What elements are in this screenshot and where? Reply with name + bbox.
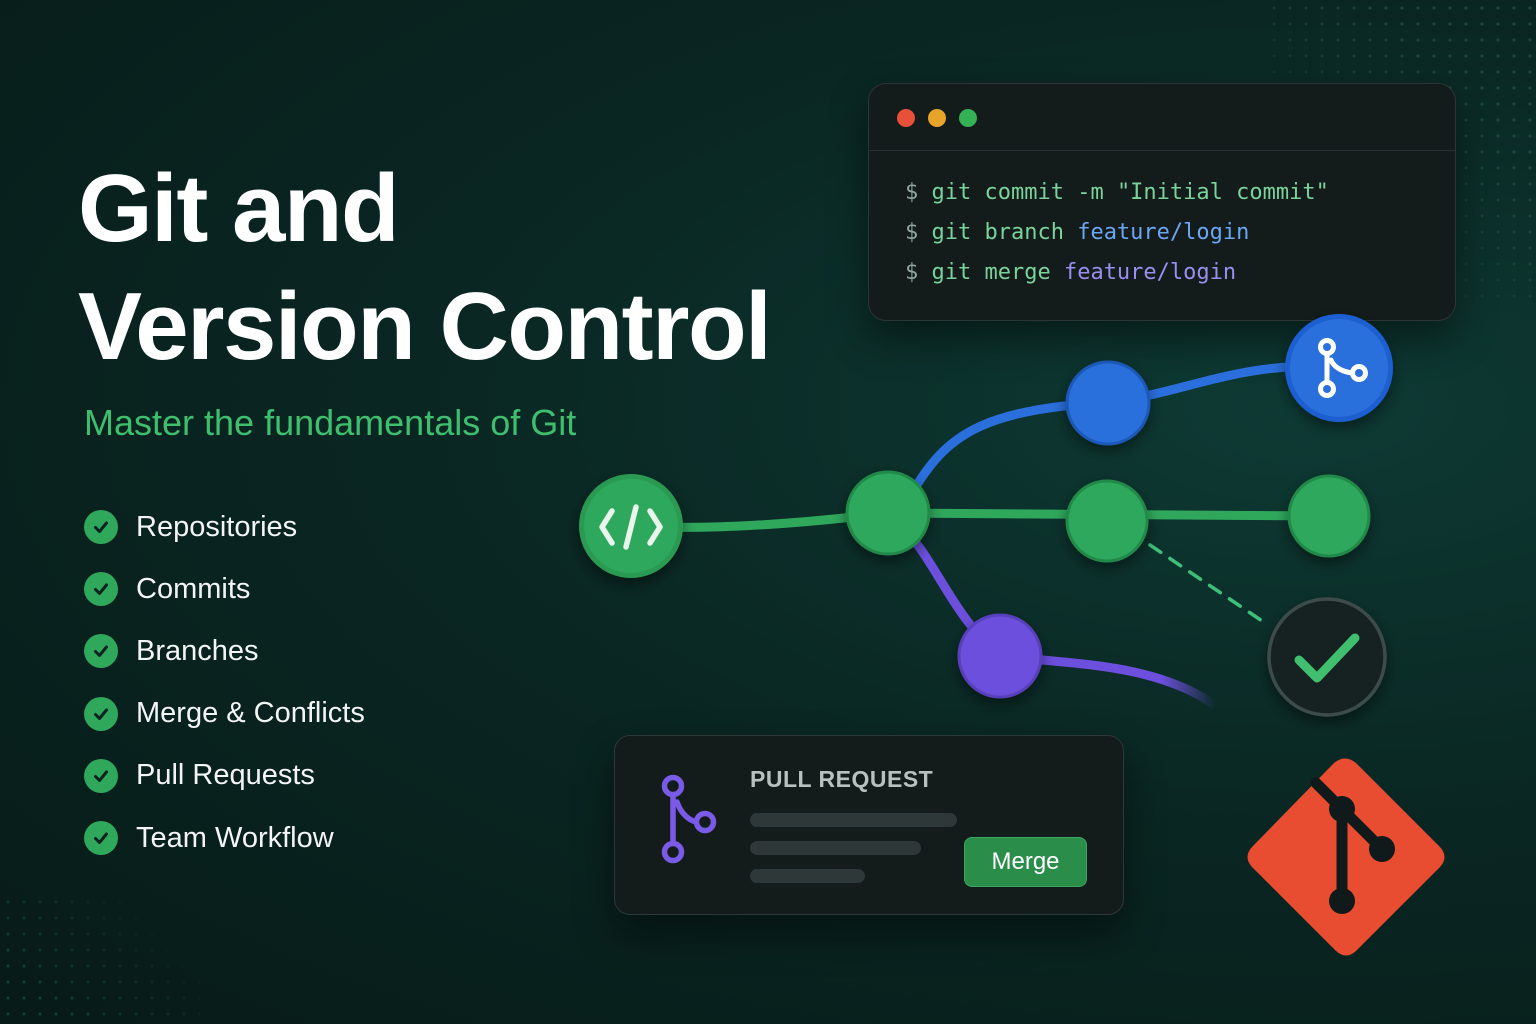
feature-item: Branches [84, 620, 365, 682]
feature-item: Repositories [84, 496, 365, 558]
placeholder-line [750, 813, 957, 827]
terminal-prompt: $ [905, 260, 932, 285]
close-window-icon[interactable] [897, 109, 915, 127]
placeholder-line [750, 841, 921, 855]
terminal-line: $ git commit -m "Initial commit" [905, 173, 1455, 213]
success-check [1267, 597, 1387, 717]
check-icon [84, 510, 118, 545]
terminal-command: git commit -m [931, 180, 1117, 205]
terminal-command: git branch [931, 220, 1078, 245]
terminal-line: $ git merge feature/login [905, 253, 1455, 293]
git-branch-icon [1318, 338, 1368, 398]
merge-dashed-line [1148, 543, 1270, 627]
terminal-command: git merge [931, 260, 1064, 285]
feature-item: Pull Requests [84, 745, 365, 807]
title-line-1: Git and [78, 155, 400, 262]
terminal-argument: feature/login [1077, 220, 1250, 245]
page-title: Git and Version Control [78, 150, 772, 386]
feature-label: Commits [136, 572, 251, 605]
git-branch-icon [661, 774, 717, 864]
terminal-title-bar [869, 84, 1455, 151]
placeholder-line [750, 869, 865, 883]
terminal-line: $ git branch feature/login [905, 213, 1455, 253]
feature-label: Branches [136, 634, 259, 667]
maximize-window-icon[interactable] [959, 109, 977, 127]
feature-commit-node[interactable] [1065, 360, 1151, 446]
check-icon [84, 572, 118, 607]
feature-label: Repositories [136, 510, 298, 543]
git-logo-icon [1247, 758, 1445, 956]
commit-node[interactable] [1065, 479, 1149, 563]
topic-commit-node[interactable] [957, 613, 1043, 699]
feature-label: Merge & Conflicts [136, 697, 365, 730]
topic-branch-line [900, 525, 1220, 710]
feature-item: Team Workflow [84, 807, 365, 869]
terminal-argument: feature/login [1063, 260, 1237, 285]
terminal-prompt: $ [905, 220, 932, 245]
feature-item: Merge & Conflicts [84, 683, 365, 745]
feature-label: Team Workflow [136, 821, 334, 854]
check-icon [84, 696, 118, 731]
branch-tip[interactable] [1285, 314, 1393, 422]
title-line-2: Version Control [78, 273, 772, 380]
merge-button[interactable]: Merge [964, 837, 1087, 887]
minimize-window-icon[interactable] [928, 109, 946, 127]
feature-label: Pull Requests [136, 759, 315, 792]
main-branch-line [625, 508, 1335, 532]
terminal-output: $ git commit -m "Initial commit" $ git b… [869, 151, 1455, 293]
terminal-window: $ git commit -m "Initial commit" $ git b… [868, 83, 1456, 321]
feature-item: Commits [84, 558, 365, 620]
pull-request-card[interactable]: PULL REQUEST Merge [614, 735, 1124, 915]
commit-node[interactable] [1287, 474, 1371, 558]
terminal-argument: "Initial commit" [1116, 180, 1329, 205]
check-icon [84, 634, 118, 669]
code-icon [599, 504, 663, 550]
terminal-prompt: $ [905, 180, 932, 205]
commit-node[interactable] [845, 470, 931, 556]
pull-request-title: PULL REQUEST [750, 766, 934, 792]
subtitle: Master the fundamentals of Git [84, 402, 577, 443]
check-icon [84, 758, 118, 793]
start-commit[interactable] [579, 474, 683, 578]
dot-pattern-bottom-left [0, 894, 200, 1024]
feature-list: Repositories Commits Branches Merge & Co… [84, 496, 365, 869]
check-icon [84, 821, 118, 856]
check-icon [1294, 633, 1360, 683]
